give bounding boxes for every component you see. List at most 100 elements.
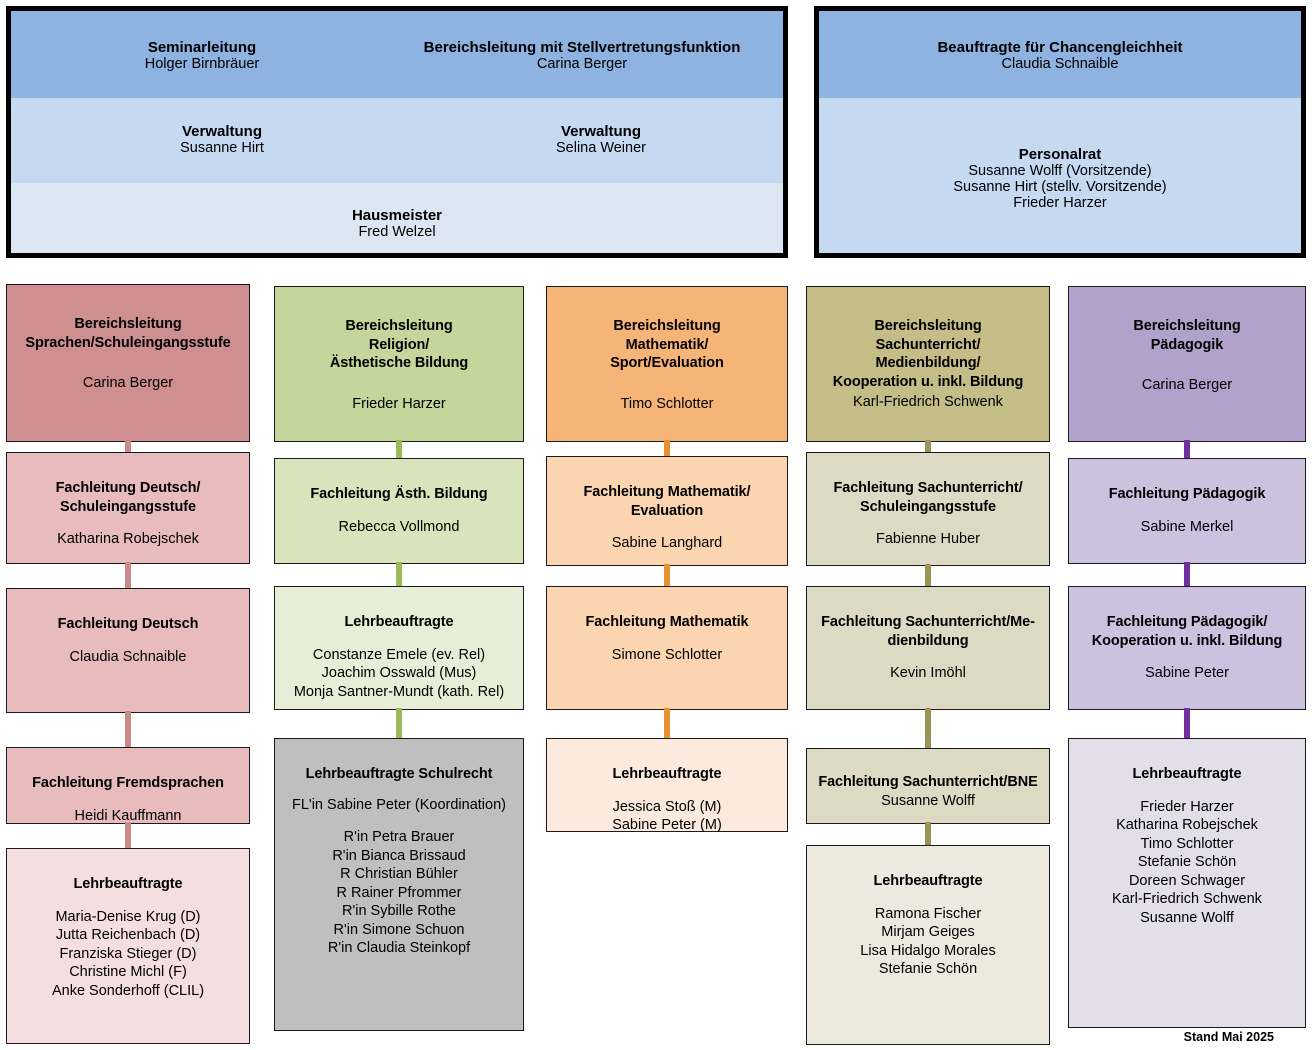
person-name: Claudia Schnaible — [69, 648, 187, 665]
bereichsleitung-stellvertretung-title: Bereichsleitung mit Stellvertretungsfunk… — [423, 39, 741, 56]
person-name: Susanne Wolff — [1140, 909, 1234, 926]
spacer — [1073, 354, 1301, 376]
person-name: Christine Michl (F) — [69, 964, 187, 981]
box-title-line: Fachleitung Fremdsprachen — [32, 775, 224, 791]
spacer — [279, 373, 519, 395]
spacer — [278, 632, 520, 646]
connector-sprachen-2 — [125, 711, 131, 749]
bereichsleitung-person: Timo Schlotter — [620, 395, 714, 412]
person-name: Stefanie Schön — [878, 961, 978, 978]
chancengleichheit-title: Beauftragte für Chancengleichheit — [937, 39, 1183, 56]
connector-paedagogik-0 — [1184, 440, 1190, 460]
spacer — [1072, 784, 1302, 798]
connector-sprachen-0 — [125, 440, 131, 454]
fachleitung-box-sachunterricht-0[interactable]: Fachleitung Sachunterricht/Schuleingangs… — [806, 452, 1050, 566]
connector-religion-2 — [396, 708, 402, 740]
person-name: Heidi Kauffmann — [74, 807, 182, 824]
connector-religion-1 — [396, 562, 402, 588]
connector-sachunterricht-3 — [925, 822, 931, 847]
box-title-line: Lehrbeauftragte Schulrecht — [305, 766, 493, 782]
box-title-line: Fachleitung Ästh. Bildung — [310, 486, 488, 502]
bereichsleitung-title-line: Ästhetische Bildung — [329, 355, 469, 372]
spacer — [11, 352, 245, 374]
personalrat-member: Susanne Hirt (stellv. Vorsitzende) — [953, 179, 1167, 195]
bereichsleitung-title-line: Bereichsleitung — [1133, 318, 1241, 334]
hausmeister-person: Fred Welzel — [358, 224, 436, 240]
spacer — [10, 894, 246, 908]
fachleitung-box-sachunterricht-1[interactable]: Fachleitung Sachunterricht/Me-dienbildun… — [806, 586, 1050, 710]
bereichsleitung-title-line: Sachunterricht/ — [875, 336, 981, 353]
personalrat-member: Susanne Wolff (Vorsitzende) — [968, 163, 1152, 179]
bereichsleitung-person: Frieder Harzer — [352, 395, 446, 412]
person-name: Lisa Hidalgo Morales — [860, 942, 996, 959]
person-name: Katharina Robejschek — [57, 531, 199, 548]
box-title-line: Fachleitung Mathematik/ — [583, 484, 751, 500]
bereichsleitung-title-line: Pädagogik — [1150, 336, 1224, 353]
person-name: Joachim Osswald (Mus) — [321, 665, 477, 682]
connector-paedagogik-2 — [1184, 708, 1190, 740]
leadership-caretaker-band: Hausmeister Fred Welzel — [11, 183, 783, 253]
spacer — [10, 516, 246, 530]
spacer — [278, 784, 520, 796]
spacer — [551, 373, 783, 395]
person-name: Sabine Merkel — [1140, 518, 1234, 535]
box-title-line: Lehrbeauftragte — [1132, 766, 1242, 782]
person-name: Katharina Robejschek — [1116, 817, 1258, 834]
box-title-line: Schuleingangsstufe — [860, 498, 996, 515]
bereichsleitung-person: Carina Berger — [82, 375, 174, 392]
box-title-line: Lehrbeauftragte — [73, 876, 183, 892]
person-name: Constanze Emele (ev. Rel) — [312, 646, 486, 663]
box-title-line: Evaluation — [630, 502, 704, 519]
date-stamp: Stand Mai 2025 — [1183, 1030, 1274, 1044]
connector-mathematik-0 — [664, 440, 670, 458]
spacer — [810, 650, 1046, 664]
bereichsleitung-person: Carina Berger — [1141, 377, 1233, 394]
person-name: Sabine Langhard — [611, 535, 723, 552]
coordinator-name: FL'in Sabine Peter (Koordination) — [292, 796, 506, 813]
person-name: Mirjam Geiges — [881, 924, 975, 941]
bereichsleitung-stellvertretung-person: Carina Berger — [536, 56, 628, 72]
fachleitung-box-paedagogik-1[interactable]: Fachleitung Pädagogik/Kooperation u. ink… — [1068, 586, 1306, 710]
spacer — [810, 516, 1046, 530]
person-name: Monja Santner-Mundt (kath. Rel) — [293, 683, 505, 700]
bereichsleitung-title-line: Sprachen/Schuleingangsstufe — [25, 334, 231, 351]
spacer — [550, 632, 784, 646]
box-title-line: Fachleitung Deutsch/ — [55, 480, 201, 496]
equality-personalrat-frame: Beauftragte für Chancengleichheit Claudi… — [814, 6, 1306, 258]
connector-mathematik-2 — [664, 708, 670, 740]
hausmeister-title: Hausmeister — [351, 207, 443, 224]
person-name: R Christian Bühler — [340, 866, 458, 883]
person-name: Stefanie Schön — [1137, 854, 1237, 871]
box-title-line: Lehrbeauftragte — [344, 614, 454, 630]
bereichsleitung-title-line: Mathematik/ — [625, 336, 709, 353]
person-name: Frieder Harzer — [1140, 798, 1234, 815]
connector-sachunterricht-1 — [925, 564, 931, 588]
verwaltung-left-title: Verwaltung — [181, 123, 263, 140]
person-name: Sabine Peter (M) — [612, 817, 722, 834]
person-name: R'in Sybille Rothe — [342, 903, 456, 920]
seminarleitung-person: Holger Birnbräuer — [144, 56, 260, 72]
leadership-admin-band: Verwaltung Susanne Hirt Verwaltung Selin… — [11, 98, 783, 183]
bereichsleitung-title-line: Medienbildung/ — [875, 355, 981, 372]
box-title-line: dienbildung — [887, 632, 969, 649]
